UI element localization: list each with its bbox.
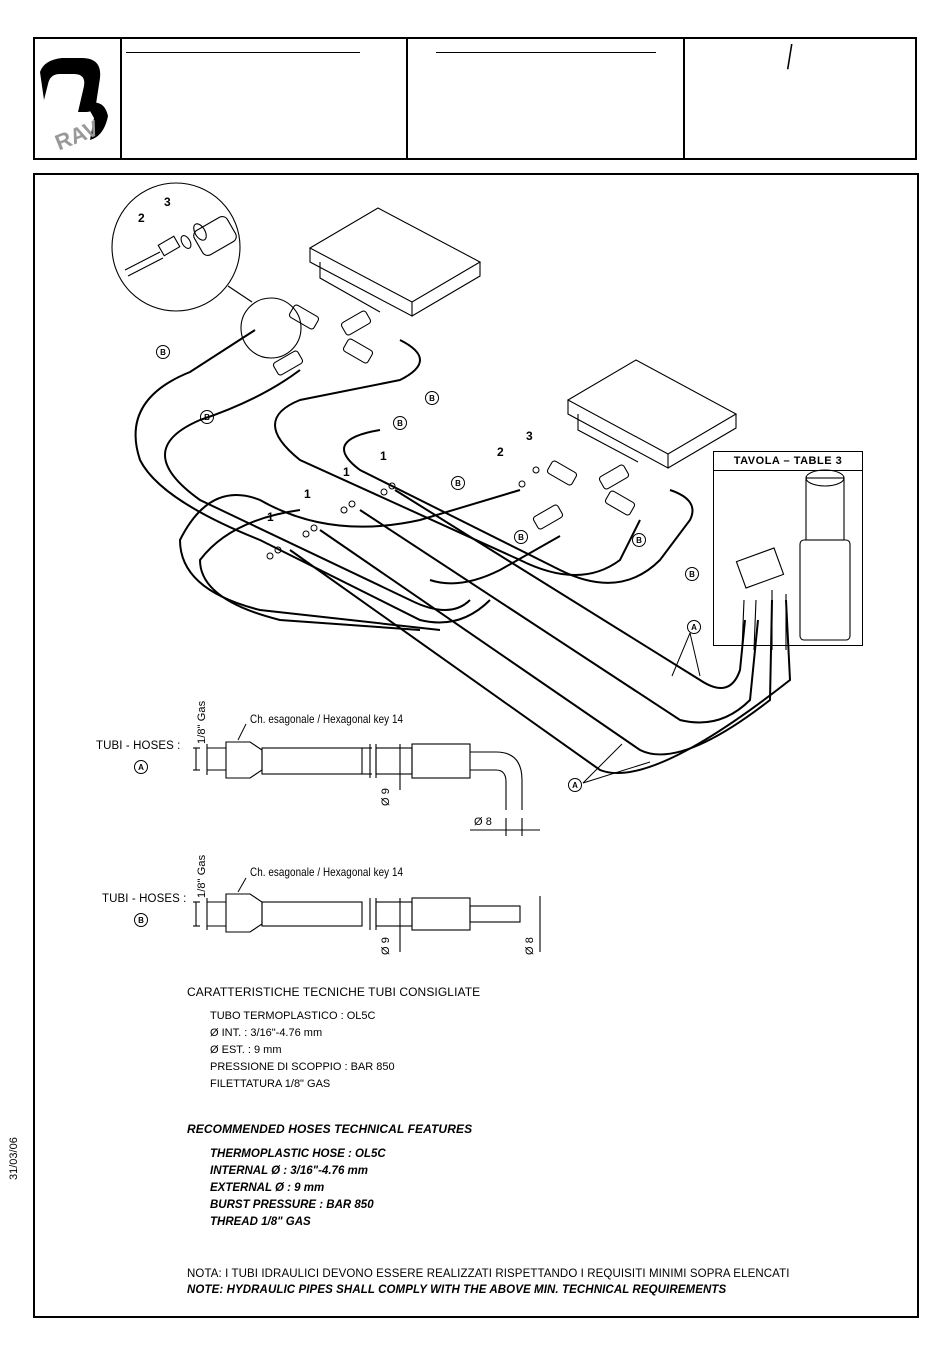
detail-source-circle (240, 297, 302, 359)
callout-1b: 1 (343, 465, 350, 479)
hose-a-thread: 1/8" Gas (196, 700, 208, 744)
hose-b-thread: 1/8" Gas (196, 854, 208, 898)
hose-a-tag: A (568, 778, 582, 792)
specs-it-title: CARATTERISTICHE TECNICHE TUBI CONSIGLIAT… (187, 985, 481, 999)
hoses-a (289, 489, 792, 775)
hose-a-detail-tag: A (134, 760, 148, 774)
specs-en-title: RECOMMENDED HOSES TECHNICAL FEATURES (187, 1122, 473, 1136)
title-cell-1 (120, 39, 406, 158)
hose-b-key-note: Ch. esagonale / Hexagonal key 14 (250, 865, 404, 879)
note-italian: NOTA: I TUBI IDRAULICI DEVONO ESSERE REA… (187, 1268, 790, 1280)
detail-fittings (124, 216, 237, 277)
callout-3: 3 (526, 429, 533, 443)
table-reference-title: TAVOLA – TABLE 3 (714, 452, 862, 471)
hose-b-dia-pipe: Ø 8 (524, 936, 536, 955)
document-date: 31/03/06 (8, 1137, 20, 1180)
control-unit-2 (566, 359, 738, 469)
detail-zoom-circle (111, 182, 241, 312)
fittings-group-2 (532, 460, 636, 530)
drawing-frame (33, 173, 919, 1318)
hose-b-tag: B (156, 345, 170, 359)
title-underline-1 (126, 52, 360, 53)
control-unit-1 (308, 207, 482, 317)
pump-unit (735, 469, 851, 651)
hose-b-tag: B (451, 476, 465, 490)
hose-b-tag: B (514, 530, 528, 544)
spec-it-line: FILETTATURA 1/8" GAS (210, 1078, 331, 1090)
callout-2-detail: 2 (138, 211, 145, 225)
specs-en-list: THERMOPLASTIC HOSE : OL5C INTERNAL Ø : 3… (210, 1146, 386, 1231)
title-cell-2 (406, 39, 683, 158)
callout-1d: 1 (267, 510, 274, 524)
spec-en-line: THREAD 1/8" GAS (210, 1216, 311, 1228)
hose-a-tag: A (687, 620, 701, 634)
hose-a-dia-hose: Ø 9 (380, 787, 392, 806)
callout-1c: 1 (304, 487, 311, 501)
fittings-group-1 (272, 304, 374, 376)
hose-b-tag: B (685, 567, 699, 581)
spec-en-line: INTERNAL Ø : 3/16"-4.76 mm (210, 1165, 368, 1177)
spec-it-line: TUBO TERMOPLASTICO : OL5C (210, 1010, 376, 1022)
hose-a-dia-pipe: Ø 8 (474, 816, 493, 828)
spec-it-line: PRESSIONE DI SCOPPIO : BAR 850 (210, 1061, 395, 1073)
hose-b-tag: B (425, 391, 439, 405)
spec-it-line: Ø EST. : 9 mm (210, 1044, 282, 1056)
title-block: / (33, 37, 917, 160)
spec-en-line: BURST PRESSURE : BAR 850 (210, 1199, 374, 1211)
callout-2: 2 (497, 445, 504, 459)
hose-b-label: TUBI - HOSES : (102, 893, 187, 905)
title-cell-3: / (683, 39, 917, 158)
hose-a-key-note: Ch. esagonale / Hexagonal key 14 (250, 712, 404, 726)
title-underline-2 (436, 52, 656, 53)
hose-b-drawing (193, 877, 541, 952)
specs-it-list: TUBO TERMOPLASTICO : OL5C Ø INT. : 3/16"… (210, 1008, 395, 1093)
hoses-b (134, 329, 694, 631)
hose-b-tag: B (393, 416, 407, 430)
hose-a-label: TUBI - HOSES : (96, 740, 181, 752)
spec-en-line: THERMOPLASTIC HOSE : OL5C (210, 1148, 386, 1160)
hose-b-detail-tag: B (134, 913, 148, 927)
revision-mark: / (786, 39, 793, 77)
note-english: NOTE: HYDRAULIC PIPES SHALL COMPLY WITH … (187, 1284, 727, 1296)
callout-3-detail: 3 (164, 195, 171, 209)
spec-it-line: Ø INT. : 3/16"-4.76 mm (210, 1027, 323, 1039)
callout-1a: 1 (380, 449, 387, 463)
small-fittings (266, 466, 540, 560)
hose-a-drawing (193, 723, 540, 836)
hose-b-tag: B (632, 533, 646, 547)
hose-b-tag: B (200, 410, 214, 424)
table-reference-box: TAVOLA – TABLE 3 (713, 451, 863, 646)
hose-b-dia-hose: Ø 9 (380, 936, 392, 955)
spec-en-line: EXTERNAL Ø : 9 mm (210, 1182, 325, 1194)
